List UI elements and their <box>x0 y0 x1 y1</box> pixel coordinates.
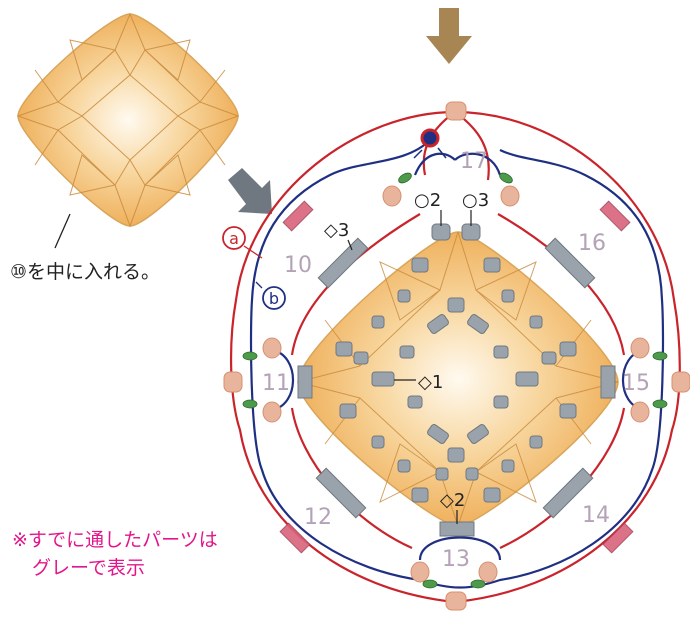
label-o2: ○2 <box>414 190 441 211</box>
bead-d1 <box>371 371 395 387</box>
thread-a-badge: a <box>222 226 246 250</box>
pink-bugle-group <box>279 200 634 554</box>
pink-bead-15b <box>630 401 650 423</box>
pink-bead-17a <box>382 185 402 207</box>
green-bead-group <box>242 172 668 589</box>
bugle-14 <box>542 467 594 519</box>
number-11: 11 <box>262 371 290 396</box>
gray-bead-inner-group <box>335 257 577 503</box>
insert-note: ⑩を中に入れる。 <box>10 261 160 283</box>
bead-o3 <box>461 223 481 241</box>
bugle-d2 <box>439 521 475 537</box>
insert-note-leader <box>54 213 71 249</box>
bugle-d3 <box>317 237 369 289</box>
number-16: 16 <box>578 231 606 256</box>
pink-bead-left <box>223 371 243 393</box>
pink-bead-top <box>445 101 467 121</box>
bugle-15 <box>600 365 616 399</box>
pink-bead-group <box>223 101 690 611</box>
stone-10-illustration <box>16 12 240 228</box>
number-17: 17 <box>460 149 488 174</box>
gray-bugle-group <box>297 223 616 537</box>
label-d1: ◇1 <box>418 372 443 393</box>
bugle-11 <box>297 365 313 399</box>
label-d3: ◇3 <box>324 220 349 241</box>
pink-bead-13b <box>478 561 498 583</box>
svg-text:a: a <box>229 229 239 248</box>
thread-b-leader <box>255 281 263 289</box>
label-o3: ○3 <box>462 190 489 211</box>
pink-bead-13a <box>410 561 430 583</box>
thread-b <box>249 139 665 589</box>
pink-bead-right <box>671 371 690 393</box>
bead-o2 <box>431 223 451 241</box>
down-arrow-icon <box>426 8 472 64</box>
label-d2: ◇2 <box>440 490 465 511</box>
pink-bead-bottom <box>445 591 467 611</box>
svg-text:b: b <box>269 289 279 308</box>
thread-end-knot-icon <box>413 128 447 159</box>
pink-bead-11b <box>262 401 282 423</box>
bugle-12 <box>315 467 367 519</box>
pink-bead-17b <box>500 185 520 207</box>
thread-b-inner <box>271 152 645 561</box>
thread-a-leader <box>243 245 263 259</box>
label-leaders <box>347 210 472 524</box>
bugle-16 <box>544 237 596 289</box>
number-10: 10 <box>284 253 312 278</box>
number-14: 14 <box>582 503 610 528</box>
number-12: 12 <box>304 505 332 530</box>
pink-bead-15a <box>630 337 650 359</box>
number-15: 15 <box>622 371 650 396</box>
diagonal-arrow-icon <box>228 168 272 214</box>
gray-note-line2: グレーで表示 <box>32 557 145 579</box>
thread-b-badge: b <box>262 286 286 310</box>
gray-note-line1: ※すでに通したパーツは <box>12 529 218 551</box>
number-13: 13 <box>442 547 470 572</box>
pink-bead-11a <box>262 337 282 359</box>
